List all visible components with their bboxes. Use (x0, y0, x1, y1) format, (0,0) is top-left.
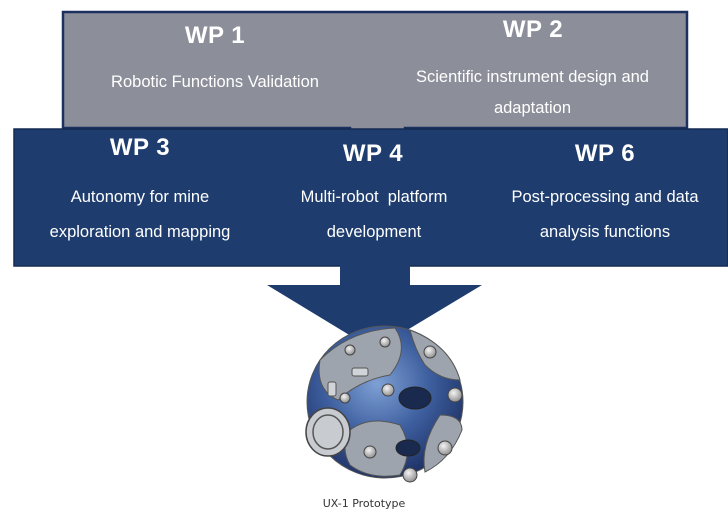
wp4-description: Multi-robot platform development (268, 180, 480, 250)
wp2-title: WP 2 (502, 16, 564, 43)
wp1-title: WP 1 (184, 22, 246, 49)
wp6-description-line-1: Post-processing and data (511, 188, 699, 206)
bottom-panel-fill (13, 128, 728, 267)
robot-caption: UX-1 Prototype (322, 497, 406, 510)
wp6-description-line-2: analysis functions (539, 223, 671, 241)
spherical-robot-image (305, 325, 464, 483)
wp6-description: Post-processing and data analysis functi… (485, 180, 725, 250)
wp2-description-line-1: Scientific instrument design and (416, 68, 649, 86)
wp4-title: WP 4 (342, 140, 404, 167)
wp4-description-line-2: development (326, 223, 422, 241)
wp4-description-line-1: Multi-robot platform (300, 188, 448, 206)
down-arrow (267, 265, 482, 350)
wp2-description-line-2: adaptation (493, 99, 572, 117)
wp1-description: Robotic Functions Validation (111, 73, 319, 91)
wp2-description: Scientific instrument design and adaptat… (380, 60, 685, 126)
wp3-description: Autonomy for mine exploration and mappin… (20, 180, 260, 250)
wp3-description-line-2: exploration and mapping (49, 223, 231, 241)
wp3-title: WP 3 (109, 134, 171, 161)
wp3-description-line-1: Autonomy for mine (70, 188, 210, 206)
wp6-title: WP 6 (574, 140, 636, 167)
